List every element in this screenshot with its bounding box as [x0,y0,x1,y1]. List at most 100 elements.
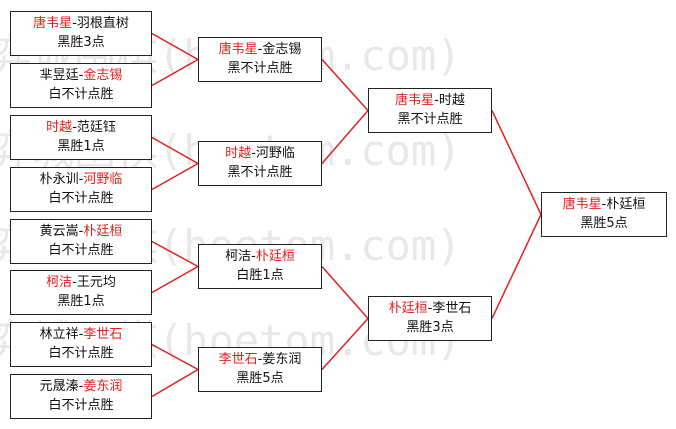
player-2: 金志锡 [83,68,123,83]
match-final: 唐韦星-朴廷桓 黑胜5点 [541,192,667,237]
match-players: 唐韦星-朴廷桓 [542,195,666,214]
match-result: 黑胜5点 [236,371,284,386]
player-1: 黄云嵩 [39,224,79,239]
separator: - [434,93,439,108]
match-r2-4: 李世石-姜东润 黑胜5点 [198,347,322,392]
match-result: 黑不计点胜 [227,61,293,76]
player-1: 李世石 [218,352,258,367]
player-1: 唐韦星 [395,93,435,108]
match-result: 白不计点胜 [48,191,114,206]
match-players: 李世石-姜东润 [199,350,321,369]
player-1: 芈昱廷 [39,68,79,83]
match-players: 黄云嵩-朴廷桓 [11,222,151,241]
match-players: 唐韦星-羽根直树 [11,14,151,33]
connector-line [491,214,542,319]
separator: - [72,120,77,135]
match-r1-1: 唐韦星-羽根直树 黑胜3点 [10,11,152,56]
connector-line [321,266,369,319]
match-result: 黑胜3点 [57,35,105,50]
player-1: 柯洁 [46,275,73,290]
separator: - [257,42,263,57]
match-players: 唐韦星-金志锡 [199,40,321,59]
player-2: 时越 [438,93,465,108]
match-r3-2: 朴廷桓-李世石 黑胜3点 [368,296,492,341]
match-result: 黑胜3点 [406,320,454,335]
match-r1-6: 柯洁-王元均 黑胜1点 [10,270,152,315]
match-r1-8: 元晟溱-姜东润 白不计点胜 [10,374,152,419]
match-result: 白胜1点 [236,268,284,283]
separator: - [601,197,607,212]
match-result: 黑胜1点 [57,139,105,154]
separator: - [78,172,84,187]
separator: - [72,275,77,290]
player-1: 唐韦星 [218,42,258,57]
player-2: 朴廷桓 [606,197,646,212]
player-2: 朴廷桓 [83,224,123,239]
connector-line [151,240,199,268]
separator: - [78,68,84,83]
match-r1-7: 林立祥-李世石 白不计点胜 [10,322,152,367]
player-2: 河野临 [83,172,123,187]
match-players: 时越-河野临 [199,144,321,163]
connector-line [321,317,369,371]
player-2: 朴廷桓 [255,249,295,264]
match-r1-4: 朴永训-河野临 白不计点胜 [10,167,152,212]
match-players: 林立祥-李世石 [11,325,151,344]
separator: - [78,379,84,394]
match-players: 柯洁-王元均 [11,273,151,292]
match-result: 黑不计点胜 [397,112,463,127]
match-r2-3: 柯洁-朴廷桓 白胜1点 [198,244,322,289]
match-players: 芈昱廷-金志锡 [11,66,151,85]
player-2: 金志锡 [262,42,302,57]
player-2: 王元均 [76,275,116,290]
match-players: 柯洁-朴廷桓 [199,247,321,266]
match-result: 黑胜1点 [57,294,105,309]
match-result: 白不计点胜 [48,346,114,361]
connector-line [491,110,542,215]
player-2: 姜东润 [262,352,302,367]
player-2: 河野临 [255,146,295,161]
match-players: 元晟溱-姜东润 [11,377,151,396]
match-result: 白不计点胜 [48,87,114,102]
player-2: 姜东润 [83,379,123,394]
player-2: 范廷钰 [76,120,116,135]
separator: - [257,352,263,367]
match-r1-2: 芈昱廷-金志锡 白不计点胜 [10,63,152,108]
player-1: 唐韦星 [562,197,602,212]
match-r3-1: 唐韦星-时越 黑不计点胜 [368,88,492,133]
player-1: 时越 [225,146,252,161]
match-r1-5: 黄云嵩-朴廷桓 白不计点胜 [10,219,152,264]
player-2: 李世石 [432,301,472,316]
match-r2-1: 唐韦星-金志锡 黑不计点胜 [198,37,322,82]
player-1: 朴廷桓 [388,301,428,316]
match-players: 时越-范廷钰 [11,118,151,137]
match-r2-2: 时越-河野临 黑不计点胜 [198,141,322,186]
connector-line [151,136,199,165]
player-1: 柯洁 [225,249,252,264]
player-2: 羽根直树 [76,16,129,31]
connector-line [151,265,199,294]
match-result: 黑胜5点 [580,216,628,231]
separator: - [251,249,256,264]
connector-line [151,58,199,87]
connector-line [151,343,199,371]
separator: - [427,301,433,316]
connector-line [321,58,369,112]
connector-line [151,32,199,61]
separator: - [251,146,256,161]
player-1: 时越 [46,120,73,135]
player-2: 李世石 [83,327,123,342]
separator: - [78,327,84,342]
player-1: 林立祥 [39,327,79,342]
match-result: 白不计点胜 [48,398,114,413]
match-players: 唐韦星-时越 [369,91,491,110]
player-1: 朴永训 [39,172,79,187]
match-players: 朴廷桓-李世石 [369,299,491,318]
connector-line [321,110,369,164]
match-r1-3: 时越-范廷钰 黑胜1点 [10,115,152,160]
connector-line [151,368,199,398]
separator: - [72,16,77,31]
match-result: 黑不计点胜 [227,165,293,180]
